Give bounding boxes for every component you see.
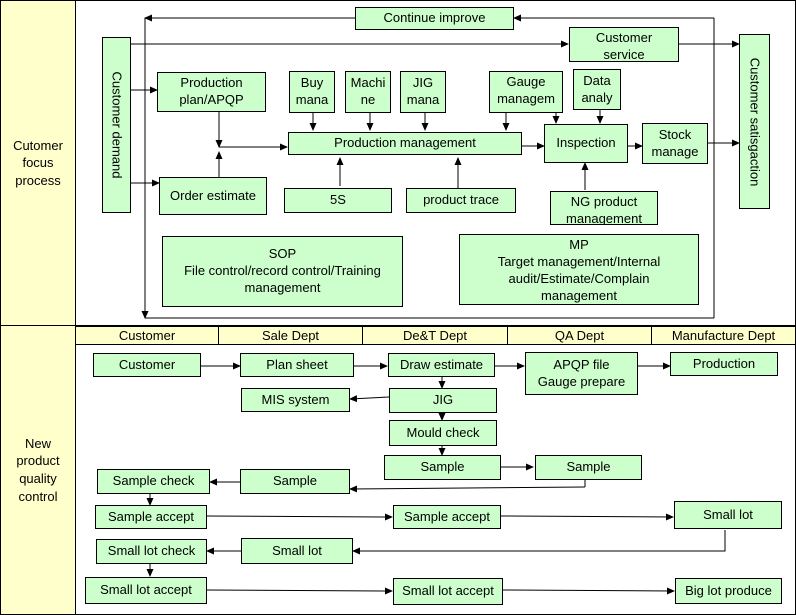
small-lot-check-box: Small lot check [96, 539, 207, 564]
data-analy-box: Data analy [573, 69, 621, 110]
continue-improve-box: Continue improve [355, 7, 514, 30]
sample-check-box: Sample check [97, 469, 210, 494]
customer-service-box: Customer service [569, 27, 679, 62]
arrow-accept-2-small-lot [500, 513, 674, 521]
arrow-small-lot-accept-big-lot [502, 587, 675, 595]
product-trace-box: product trace [406, 188, 516, 213]
section-label-npqc: New product quality control [16, 435, 60, 504]
ng-product-box: NG product management [550, 191, 658, 225]
dept-header-det: De&T Dept [362, 326, 508, 345]
apqp-file-box: APQP file Gauge prepare [525, 352, 638, 395]
arrow-small-lot-mfg-sale [352, 540, 726, 555]
sample-det-box: Sample [384, 455, 501, 480]
sample-qa-box: Sample [535, 455, 642, 480]
npqc-customer-box: Customer [93, 353, 201, 377]
customer-satisfaction-box: Customer satisgaction [739, 34, 770, 209]
arrow-jig-mis [349, 395, 390, 403]
section-label-cell-npqc: New product quality control [0, 325, 76, 615]
draw-estimate-box: Draw estimate [388, 353, 495, 377]
small-lot-mfg-box: Small lot [674, 501, 782, 529]
jig-mana-box: JIG mana [400, 71, 446, 113]
mp-box: MP Target management/Internal audit/Esti… [459, 234, 699, 305]
dept-header-qa: QA Dept [507, 326, 652, 345]
mis-system-box: MIS system [241, 388, 350, 412]
section-label-cell-focus: Cutomer focus process [0, 0, 76, 326]
mould-check-box: Mould check [389, 420, 497, 446]
machine-box: Machi ne [345, 71, 391, 113]
inspection-box: Inspection [544, 124, 628, 163]
sample-sale-box: Sample [240, 469, 350, 494]
sop-box: SOP File control/record control/Training… [162, 236, 403, 307]
big-lot-produce-box: Big lot produce [675, 578, 782, 604]
production-box: Production [670, 352, 778, 376]
order-estimate-box: Order estimate [159, 177, 267, 215]
sample-accept-2-box: Sample accept [393, 505, 501, 529]
customer-demand-box: Customer demand [102, 37, 131, 213]
small-lot-sale-box: Small lot [241, 538, 353, 564]
five-s-box: 5S [284, 188, 392, 213]
section-label-focus: Cutomer focus process [13, 137, 63, 188]
arrow-accept-1-accept-2 [206, 513, 393, 521]
dept-header-customer: Customer [75, 326, 219, 345]
stock-manage-box: Stock manage [642, 123, 708, 164]
arrow-small-lot-accept-1-2 [206, 587, 393, 595]
buy-mana-box: Buy mana [289, 71, 335, 113]
production-management-box: Production management [288, 132, 522, 155]
production-plan-box: Production plan/APQP [157, 72, 266, 112]
small-lot-accept-1-box: Small lot accept [85, 577, 207, 604]
gauge-managem-box: Gauge managem [489, 71, 563, 113]
small-lot-accept-2-box: Small lot accept [393, 578, 503, 605]
sample-accept-1-box: Sample accept [95, 505, 207, 529]
jig-box: JIG [389, 388, 497, 413]
dept-header-sale: Sale Dept [218, 326, 363, 345]
plan-sheet-box: Plan sheet [240, 353, 354, 377]
arrow-qa-sample-sale [349, 485, 586, 493]
dept-header-manufacture: Manufacture Dept [651, 326, 796, 345]
